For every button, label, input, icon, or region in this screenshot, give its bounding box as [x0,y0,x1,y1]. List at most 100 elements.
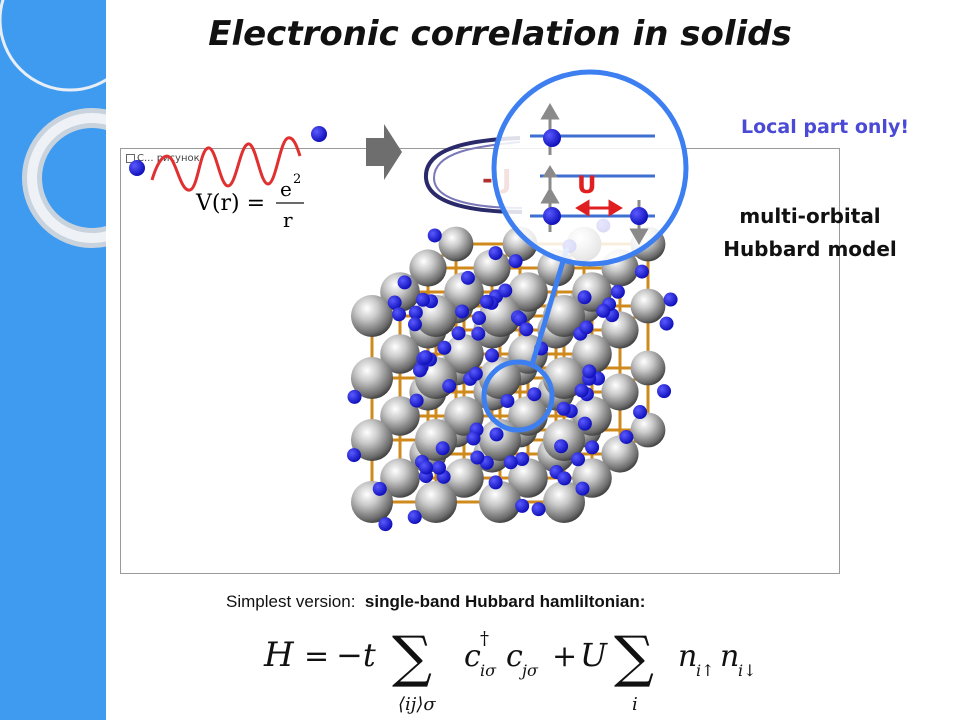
lattice-atom [351,295,393,337]
lattice-electron [610,284,625,299]
zoom-connector [529,247,570,366]
ham-sum-sub2: i [632,694,638,715]
lattice-electron [488,475,503,490]
lattice-atom [479,357,521,399]
ham-c: c [506,639,523,674]
ham-equals: = [304,639,329,674]
lattice-electron [466,431,481,446]
lattice-electron [412,363,427,378]
lattice-electron [531,502,546,517]
orbital-electron-2 [543,207,561,225]
coulomb-denominator: r [283,208,293,232]
lattice-electron [663,292,678,307]
lattice-electron [372,481,387,496]
lattice-atom [409,249,447,287]
lattice-electron [633,405,648,420]
lattice-electron [387,295,402,310]
ham-plus: + [552,639,577,674]
orbital-electron-3 [630,207,648,225]
lattice-atom [438,226,474,262]
coulomb-lhs: V(r) = [195,191,265,216]
lattice-electron [488,246,503,261]
lattice-electron [519,322,534,337]
lattice-electron [577,416,592,431]
lattice-atom [572,334,612,374]
lattice-electron [442,379,457,394]
lattice-atom [444,334,484,374]
ham-minus-t: −t [336,636,376,674]
lattice-atom [543,295,585,337]
ham-cdag-sup: † [480,628,489,649]
local-part-note: Local part only! [740,116,909,138]
lattice-electron [619,429,634,444]
lattice-electron [347,389,362,404]
lattice-atom [630,350,666,386]
lattice-electron [485,348,500,363]
lattice-atom [508,458,548,498]
lattice-electron [397,275,412,290]
lattice-electron [527,387,542,402]
lattice-electron [432,460,447,475]
model-label: multi-orbital Hubbard model [690,200,930,266]
simplest-prefix: Simplest version: [226,592,356,611]
lattice-atom [444,458,484,498]
hubbard-hamiltonian: H = −t ∑ ⟨ij⟩σ c † iσ c jσ + U ∑ i n i↑ … [263,625,757,715]
lattice-electron [582,364,597,379]
lattice-atom [473,249,511,287]
lattice-electron [596,303,611,318]
highlighted-atom-ring [481,359,555,433]
right-arrow-icon [366,124,402,180]
lattice-electron [571,452,586,467]
zoom-circle [491,69,689,267]
model-label-line2: Hubbard model [723,237,897,261]
ham-n2: n [720,639,739,674]
model-label-line1: multi-orbital [739,204,881,228]
lattice-electron [408,305,423,320]
lattice-atom [444,272,484,312]
lattice-electron [460,270,475,285]
lattice-electron [515,498,530,513]
lattice-electron [479,294,494,309]
lattice-electron [512,312,527,327]
lattice-electron [435,441,450,456]
lattice-atom [380,458,420,498]
lattice-electron [455,304,470,319]
lattice-electrons [347,218,678,532]
wave-electron-left [129,160,145,176]
ham-U: U [580,636,608,674]
ham-cdag: c [464,639,481,674]
lattice-atom [601,373,639,411]
coulomb-exponent: 2 [293,172,301,187]
ham-c-sub: jσ [519,661,539,680]
slide-title: Electronic correlation in solids [208,14,792,54]
lattice-atom [380,396,420,436]
lattice-electron [489,427,504,442]
lattice-atom [543,481,585,523]
lattice-atom [351,419,393,461]
lattice-electron [557,471,572,486]
lattice-electron [468,366,483,381]
broken-image-icon [126,153,135,163]
lattice-electron [451,326,466,341]
lattice-electron [427,228,442,243]
ham-cdag-sub: iσ [480,661,497,680]
lattice-atom [380,334,420,374]
lattice-electron [503,455,518,470]
ham-lhs: H [263,635,295,675]
lattice-electron [407,317,422,332]
lattice-electron [579,320,594,335]
lattice-electron [585,440,600,455]
lattice-electron [378,517,393,532]
simplest-version-line: Simplest version: single-band Hubbard ha… [226,592,645,612]
lattice-electron [657,384,672,399]
lattice-atom [479,481,521,523]
lattice-atom [351,357,393,399]
lattice-atom [508,272,548,312]
ham-n1: n [678,639,697,674]
ham-n2-sub: i↓ [738,661,757,680]
simplest-bold: single-band Hubbard hamliltonian: [364,592,646,611]
coulomb-numerator: e [280,177,292,201]
lattice-electron [419,460,434,475]
lattice-electron [437,340,452,355]
